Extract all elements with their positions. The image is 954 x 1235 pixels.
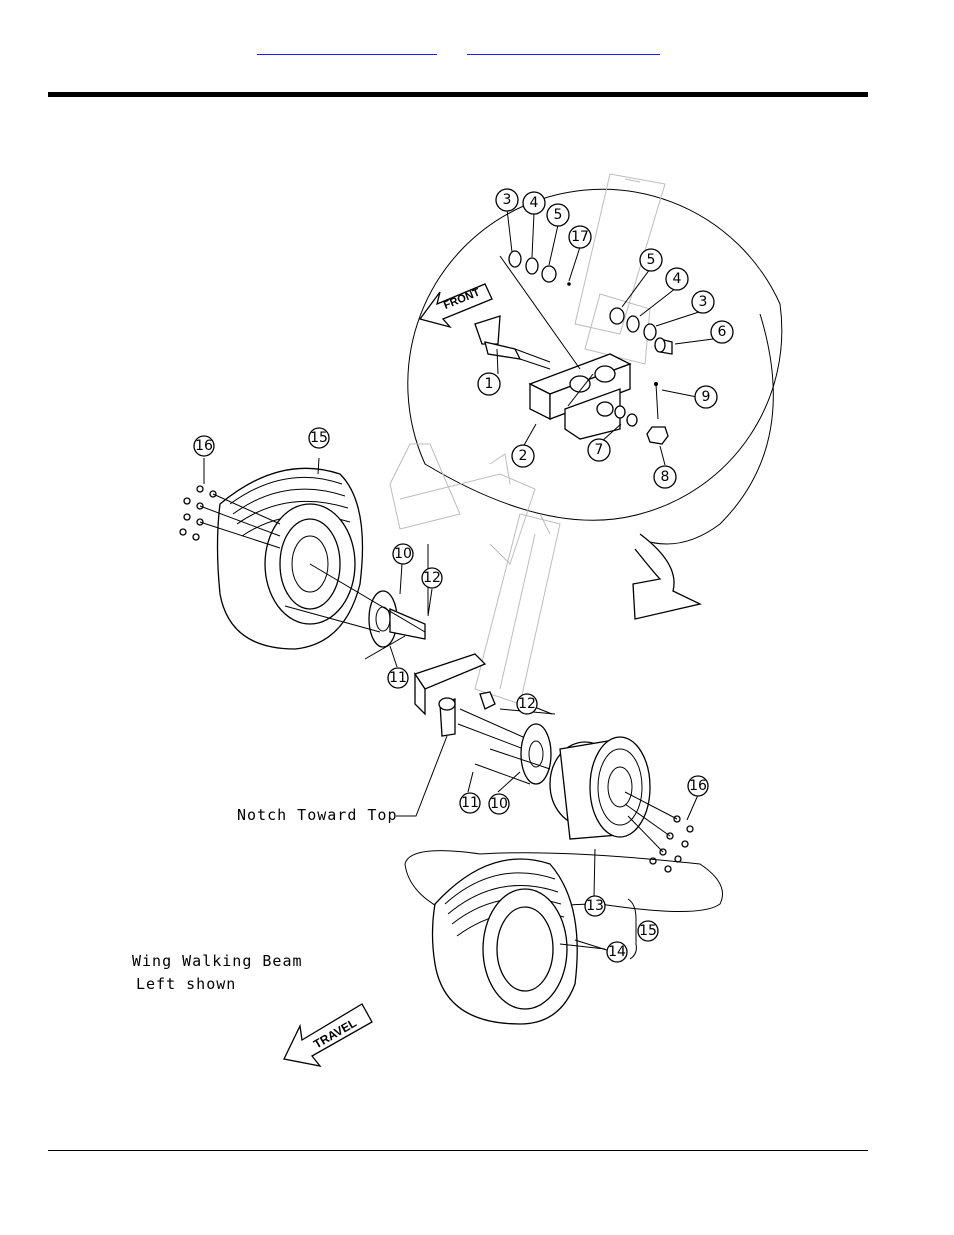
- callout-14-label: 14: [608, 944, 626, 960]
- footer-rule: [48, 1150, 868, 1151]
- callout-15-right: 15: [638, 921, 658, 941]
- callout-10-label: 10: [394, 546, 412, 562]
- callout-4-label: 4: [530, 195, 539, 211]
- callout-4-right: 4: [666, 268, 688, 290]
- spindle-part-1: [475, 316, 550, 369]
- callout-15-label: 15: [310, 430, 328, 446]
- header-rule: [48, 92, 868, 97]
- detail-pointer-arrow: [633, 314, 773, 619]
- callout-3b-label: 3: [699, 294, 708, 310]
- caption-line-2: Left shown: [136, 975, 236, 993]
- right-hub-part-10: [475, 709, 555, 784]
- callout-12-right: 12: [517, 694, 537, 714]
- callout-13: 13: [585, 896, 605, 916]
- callout-14: 14: [607, 942, 627, 962]
- callout-11-right: 11: [460, 793, 480, 813]
- header-link-2[interactable]: [467, 36, 660, 55]
- callout-9: 9: [695, 386, 717, 408]
- callout-16b-label: 16: [689, 778, 707, 794]
- callout-17: 17: [569, 226, 591, 248]
- left-tire-wheel: [218, 468, 363, 649]
- callout-12b-label: 12: [518, 696, 536, 712]
- callout-12-left: 12: [422, 568, 442, 588]
- pivot-bracket-part-2: [530, 354, 630, 439]
- callout-5-right: 5: [640, 249, 662, 271]
- callout-12-label: 12: [423, 570, 441, 586]
- callout-1: 1: [478, 373, 500, 395]
- callout-6-label: 6: [718, 324, 727, 340]
- header-link-1[interactable]: [257, 36, 437, 55]
- callout-11b-label: 11: [461, 795, 479, 811]
- callout-9-label: 9: [702, 389, 711, 405]
- callout-3-right: 3: [692, 291, 714, 313]
- callout-4-top-left: 4: [523, 192, 545, 214]
- callout-10-left: 10: [393, 544, 413, 564]
- right-tire-part-14: [405, 851, 723, 1024]
- callout-17-label: 17: [571, 229, 589, 245]
- callout-16-left: 16: [194, 436, 214, 456]
- caption-line-1: Wing Walking Beam: [132, 952, 303, 970]
- callout-3-top-left: 3: [496, 189, 518, 211]
- travel-arrow: TRAVEL: [284, 1004, 372, 1066]
- callout-5b-label: 5: [647, 252, 656, 268]
- callout-3-label: 3: [503, 192, 512, 208]
- notch-note-leader: [396, 736, 447, 816]
- callout-15b-label: 15: [639, 923, 657, 939]
- callout-13-label: 13: [586, 898, 604, 914]
- callout-16-label: 16: [195, 438, 213, 454]
- callout-11-label: 11: [389, 670, 407, 686]
- notch-note: Notch Toward Top: [237, 806, 398, 824]
- callout-7: 7: [588, 439, 610, 461]
- wing-walking-beam-diagram: FRONT TRAVEL 3: [80, 144, 800, 1076]
- callout-16-right: 16: [688, 776, 708, 796]
- callout-5-top-left: 5: [547, 204, 569, 226]
- callout-8: 8: [654, 466, 676, 488]
- callout-11-left: 11: [388, 668, 408, 688]
- front-arrow: FRONT: [420, 284, 492, 327]
- callout-15-left: 15: [309, 428, 329, 448]
- callout-1-label: 1: [485, 376, 494, 392]
- callout-2-label: 2: [519, 448, 528, 464]
- callout-7-label: 7: [595, 442, 604, 458]
- callout-5-label: 5: [554, 207, 563, 223]
- callout-10b-label: 10: [490, 796, 508, 812]
- callout-6: 6: [711, 321, 733, 343]
- callout-4b-label: 4: [673, 271, 682, 287]
- callout-10-right: 10: [489, 794, 509, 814]
- callout-2: 2: [512, 445, 534, 467]
- callout-8-label: 8: [661, 469, 670, 485]
